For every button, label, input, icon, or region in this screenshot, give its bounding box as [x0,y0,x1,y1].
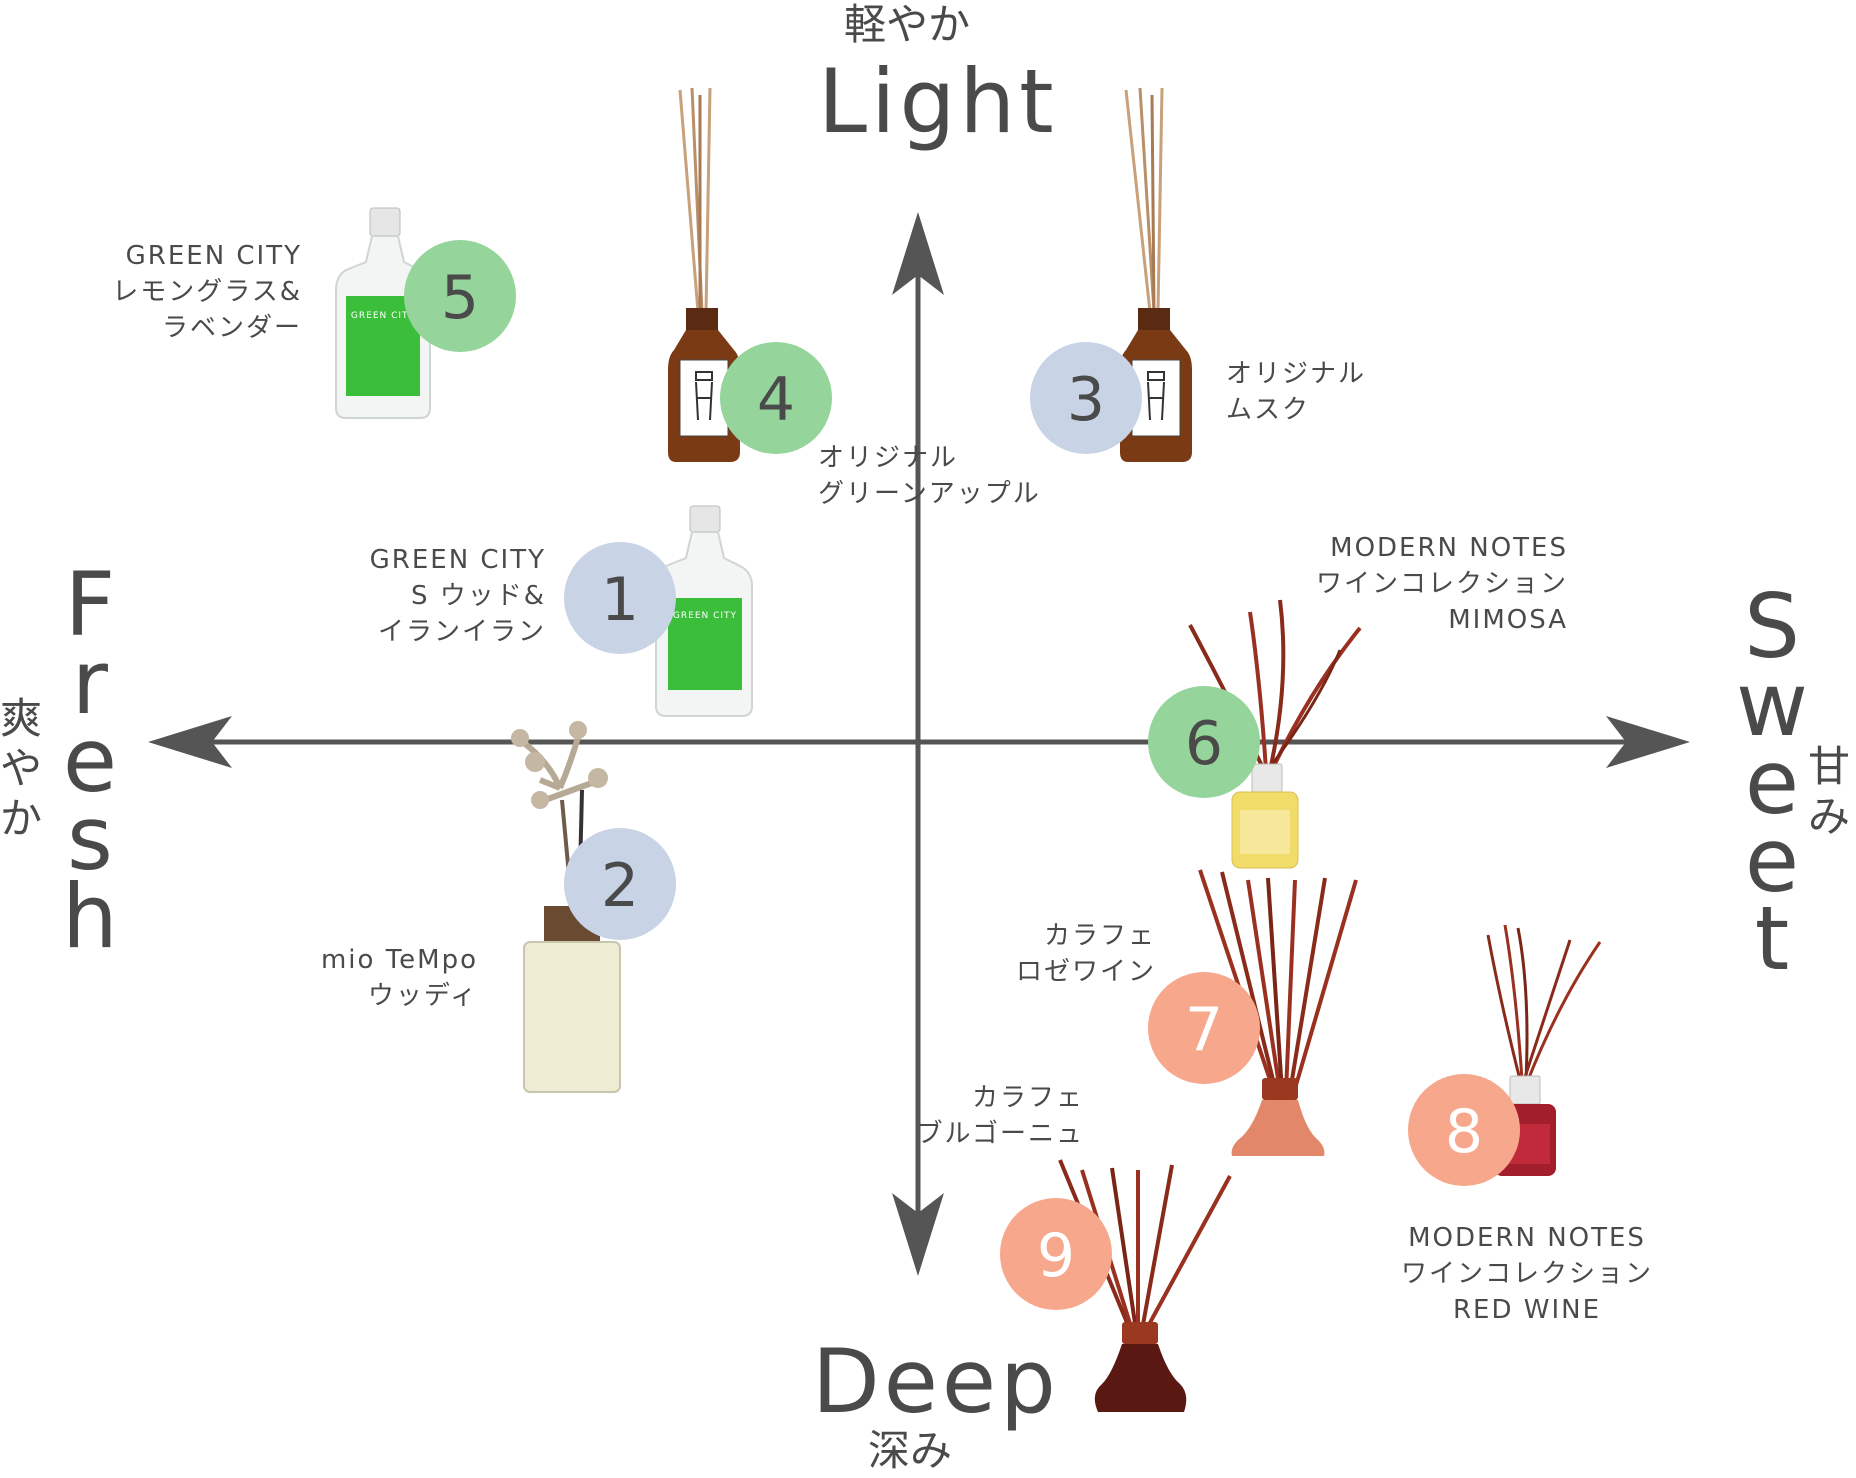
badge-6: 6 [1148,686,1260,798]
axis-right-jp-char-1: み [1808,792,1851,841]
axis-bottom-en: Deep [812,1330,1060,1433]
axis-left-en-char-1: r [71,631,112,734]
arrow-up-icon [892,212,944,295]
badge-1-number: 1 [601,565,639,635]
badge-4-circle [720,342,832,454]
axis-left-jp-char-1: や [0,744,43,793]
product-3-bottle [1120,87,1192,462]
product-7-label-line: カラフェ [1043,921,1156,951]
product-9-label: カラフェブルゴーニュ [917,1080,1084,1152]
product-2-bottle [511,721,621,1093]
axis-right-jp-char-0: 甘 [1808,742,1851,791]
product-2-label-line: mio TeMpo [320,945,478,975]
badge-4-number: 4 [757,365,795,435]
badges: 1 2 3 4 5 6 7 8 9 [404,240,1520,1310]
badge-9: 9 [1000,1198,1112,1310]
product-3-label-line: ムスク [1226,395,1311,425]
badge-2-circle [564,828,676,940]
bottle-1-brand: GREEN CITY [673,611,737,621]
badge-5-number: 5 [441,263,479,333]
axis-left-jp: 爽やか [0,694,42,844]
badge-3-circle [1030,342,1142,454]
badge-9-circle [1000,1198,1112,1310]
product-7-label: カラフェロゼワイン [1016,918,1156,990]
bottle-5-brand: GREEN CITY [351,311,415,321]
arrow-right-icon [1606,716,1690,768]
product-5-label: GREEN CITY レモングラス&ラベンダー [112,238,302,346]
product-5-label-line: GREEN CITY [125,241,302,271]
product-2-label: mio TeMpo ウッディ [321,942,478,1014]
badge-5-circle [404,240,516,352]
axis-right-en-char-3: e [1744,809,1804,912]
product-1-label-line: イランイラン [377,617,546,647]
badge-3: 3 [1030,342,1142,454]
badge-1: 1 [564,542,676,654]
product-8-label-line: RED WINE [1452,1295,1602,1325]
product-1-label-line: GREEN CITY [369,545,546,575]
axis-right-en-char-2: e [1744,731,1804,834]
product-4-label-line: グリーンアップル [818,479,1041,509]
product-1-bottle: GREEN CITY [655,505,753,717]
badge-5: 5 [404,240,516,352]
product-3-label-line: オリジナル [1226,359,1367,389]
product-1-label: GREEN CITY S ウッド&イランイラン [370,542,546,650]
product-4-label-line: オリジナル [818,443,959,473]
product-8-label: MODERN NOTES ワインコレクション RED WINE [1396,1220,1658,1328]
badge-8: 8 [1408,1074,1520,1186]
product-8-label-line: MODERN NOTES [1408,1223,1646,1253]
axis-left-jp-char-2: か [0,794,43,843]
axis-right-en-char-1: w [1736,653,1812,756]
product-5-label-line: ラベンダー [161,313,302,343]
product-6-label-line: ワインコレクション [1315,569,1568,599]
product-3-label: オリジナルムスク [1226,356,1366,428]
badge-7: 7 [1148,972,1260,1084]
badge-2-number: 2 [601,851,639,921]
badge-3-number: 3 [1067,365,1105,435]
axis-right-jp: 甘み [1808,742,1850,842]
axis-left-jp-char-0: 爽 [0,694,43,743]
axis-right-en-char-0: S [1744,575,1804,678]
arrow-left-icon [148,716,232,768]
axis-left-en-char-2: e [62,709,121,812]
badge-8-circle [1408,1074,1520,1186]
product-7-bottle [1198,869,1358,1156]
axis-top-jp: 軽やか [844,0,971,49]
axis-top-en: Light [818,50,1058,153]
axis-bottom-jp: 深み [868,1426,953,1475]
axis-left-en-char-4: h [62,865,122,968]
badge-6-circle [1148,686,1260,798]
product-5-label-line: レモングラス& [112,277,302,307]
product-2-label-line: ウッディ [367,981,478,1011]
product-4-label: オリジナルグリーンアップル [818,440,1041,512]
axes [148,212,1690,1276]
badge-9-number: 9 [1037,1221,1075,1291]
axis-right-en-char-4: t [1754,887,1794,990]
badge-4: 4 [720,342,832,454]
badge-6-number: 6 [1185,709,1223,779]
product-6-label: MODERN NOTES ワインコレクション MIMOSA [1316,530,1568,638]
product-6-label-line: MODERN NOTES [1330,533,1568,563]
product-7-label-line: ロゼワイン [1015,957,1156,987]
badge-1-circle [564,542,676,654]
product-9-label-line: ブルゴーニュ [916,1119,1084,1149]
arrow-down-icon [892,1193,944,1276]
badge-8-number: 8 [1445,1097,1483,1167]
axis-left-en-char-3: s [66,787,117,890]
badge-7-circle [1148,972,1260,1084]
product-9-bottle [1058,1159,1232,1412]
product-6-label-line: MIMOSA [1448,605,1568,635]
badge-7-number: 7 [1185,995,1223,1065]
badge-2: 2 [564,828,676,940]
product-9-label-line: カラフェ [971,1083,1084,1113]
product-8-label-line: ワインコレクション [1400,1259,1653,1289]
axis-left-en-char-0: F [64,553,120,656]
product-1-label-line: S ウッド& [410,581,546,611]
